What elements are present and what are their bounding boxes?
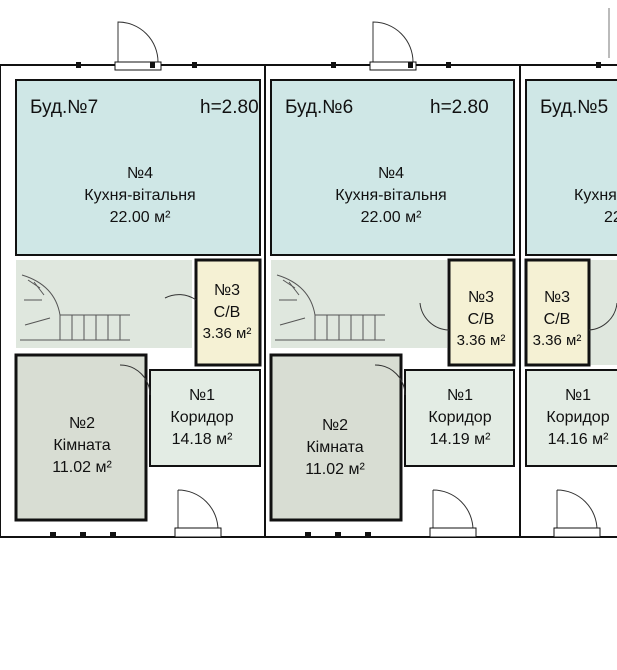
unit-5-corridor-area: [525, 369, 617, 467]
unit-6-hall-area: [271, 260, 447, 348]
unit-6: Буд.№6 h=2.80 №4 Кухня-вітальня 22.00 м²…: [264, 21, 521, 538]
unit-7-height-label: h=2.80: [200, 97, 259, 118]
unit-7-kitchen-name: Кухня-вітальня: [84, 187, 195, 204]
unit-7-window-marks: [50, 62, 197, 538]
unit-6-kitchen-name: Кухня-вітальня: [335, 187, 446, 204]
unit-6-bathroom-area-label: 3.36 м²: [457, 332, 506, 349]
unit-6-stairs: [275, 274, 385, 341]
unit-7-room-area-label: 11.02 м²: [52, 459, 112, 476]
unit-5-hall-area: [590, 260, 617, 365]
unit-5-bathroom-area-label: 3.36 м²: [533, 332, 582, 349]
unit-6-corridor-area: [404, 369, 515, 467]
unit-6-bathroom-name: С/В: [468, 311, 495, 328]
unit-6-kitchen-num: №4: [378, 165, 404, 182]
unit-6-corridor-name: Коридор: [428, 409, 491, 426]
unit-6-kitchen-area: [270, 79, 515, 256]
unit-5-inner-doors: [588, 302, 617, 331]
unit-7-bathroom-area-label: 3.36 м²: [203, 325, 252, 342]
unit-7-stairs: [20, 274, 130, 341]
unit-5-kitchen-area: [525, 79, 617, 256]
unit-7-corridor-area: [149, 369, 261, 467]
unit-6-window-marks: [305, 62, 451, 538]
unit-7-bathroom-area: [194, 258, 262, 367]
unit-5-corridor-area-label: 14.16 м²: [548, 431, 609, 448]
unit-7-corridor-area-label: 14.18 м²: [172, 431, 233, 448]
unit-7-kitchen-area: 22.00 м²: [110, 209, 171, 226]
unit-7-room-name: Кімната: [53, 437, 110, 454]
unit-5-kitchen-area: 22.00 м²: [604, 209, 617, 226]
unit-6-height-label: h=2.80: [430, 97, 489, 118]
unit-5-bathroom-num: №3: [544, 289, 570, 306]
unit-7-room-num: №2: [69, 415, 95, 432]
unit-7-bathroom-name: С/В: [214, 304, 241, 321]
unit-6-building-label: Буд.№6: [285, 97, 353, 118]
unit-6-room-num: №2: [322, 417, 348, 434]
unit-6-corridor-num: №1: [447, 387, 473, 404]
unit-6-kitchen-area: 22.00 м²: [361, 209, 422, 226]
unit-6-bathroom-num: №3: [468, 289, 494, 306]
unit-6-back-door: [429, 489, 477, 538]
unit-7-corridor-name: Коридор: [170, 409, 233, 426]
unit-5-window-marks: [596, 62, 601, 68]
unit-5-corridor-num: №1: [565, 387, 591, 404]
unit-7-building-label: Буд.№7: [30, 97, 98, 118]
unit-7-bathroom-num: №3: [214, 282, 240, 299]
unit-6-corridor-area-label: 14.19 м²: [430, 431, 491, 448]
unit-5-bathroom-name: С/В: [544, 311, 571, 328]
unit-5: Буд.№5 Кухня-вітальня 22.00 м² №3 С/В 3.…: [519, 62, 617, 538]
unit-6-room-area-label: 11.02 м²: [305, 461, 365, 478]
unit-5-corridor-name: Коридор: [546, 409, 609, 426]
unit-6-inner-doors: [374, 302, 450, 396]
unit-5-back-door: [553, 489, 601, 538]
unit-6-entrance-door: [369, 21, 417, 71]
unit-7-kitchen-area: [15, 79, 261, 256]
unit-7-room-area: [14, 353, 148, 522]
unit-7-hall-area: [16, 260, 192, 348]
unit-5-building-label: Буд.№5: [540, 97, 608, 118]
unit-7-entrance-door: [114, 21, 162, 71]
unit-6-bathroom-area: [447, 258, 516, 367]
unit-7-inner-doors: [119, 294, 197, 396]
unit-5-kitchen-name: Кухня-вітальня: [574, 187, 617, 204]
unit-6-room-name: Кімната: [306, 439, 363, 456]
unit-6-room-area: [269, 353, 403, 522]
unit-7-back-door: [174, 489, 222, 538]
unit-7: Буд.№7 h=2.80 №4 Кухня-вітальня 22.00 м²…: [0, 21, 266, 538]
unit-7-kitchen-num: №4: [127, 165, 153, 182]
unit-7-corridor-num: №1: [189, 387, 215, 404]
unit-5-bathroom-area: [524, 258, 591, 367]
